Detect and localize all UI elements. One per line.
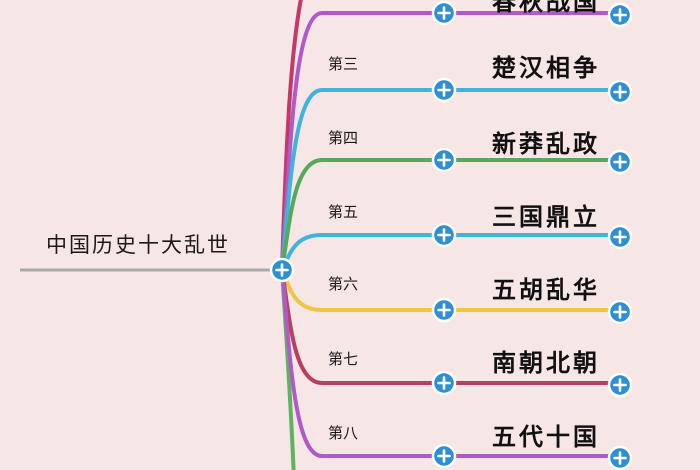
expand-branch-button[interactable] [431,443,457,469]
root-expand-button[interactable] [269,257,295,283]
expand-branch-button[interactable] [431,147,457,173]
branch-topic-title[interactable]: 新莽乱政 [492,130,600,158]
expand-subtopic-button[interactable] [607,372,633,398]
branch-topic-title[interactable]: 南朝北朝 [492,349,600,377]
branch-topic-title[interactable]: 三国鼎立 [492,203,600,231]
expand-subtopic-button[interactable] [607,149,633,175]
expand-subtopic-button[interactable] [607,299,633,325]
expand-branch-button[interactable] [431,222,457,248]
branch-ordinal-label: 第七 [328,350,359,368]
expand-branch-button[interactable] [431,297,457,323]
expand-branch-button[interactable] [431,77,457,103]
expand-branch-button[interactable] [431,370,457,396]
branch-topic-title[interactable]: 春秋战国 [492,0,600,16]
branch-ordinal-label: 第三 [328,55,359,73]
expand-subtopic-button[interactable] [607,224,633,250]
branch-topic-title[interactable]: 五代十国 [492,423,600,451]
root-topic-label: 中国历史十大乱世 [46,233,230,257]
branch-ordinal-label: 第五 [328,203,359,221]
expand-subtopic-button[interactable] [607,445,633,470]
branch-ordinal-label: 第八 [328,424,359,442]
branch-connector [280,158,622,272]
branch-topic-title[interactable]: 五胡乱华 [492,276,600,304]
branch-topic-title[interactable]: 楚汉相争 [492,54,600,82]
expand-subtopic-button[interactable] [607,79,633,105]
branch-connector [280,268,622,458]
branch-ordinal-label: 第六 [328,275,359,293]
expand-branch-button[interactable] [431,0,457,26]
expand-subtopic-button[interactable] [607,2,633,28]
branch-ordinal-label: 第四 [328,129,359,147]
